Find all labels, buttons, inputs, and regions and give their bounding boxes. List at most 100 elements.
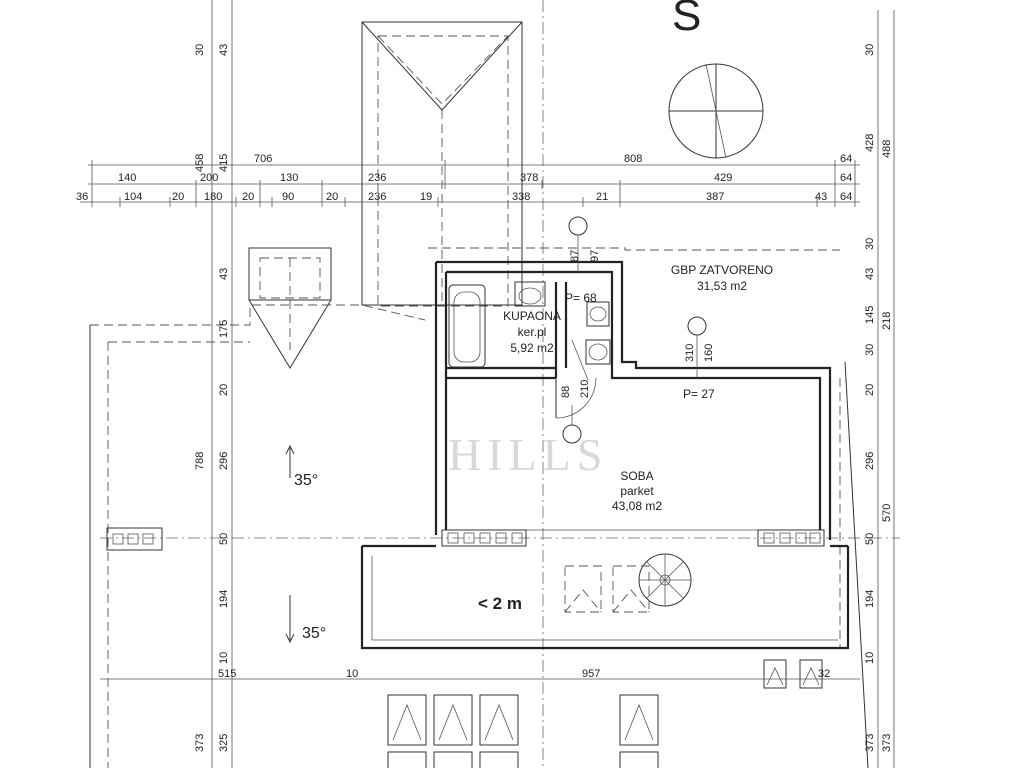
svg-text:87: 87 — [569, 250, 581, 262]
svg-text:90: 90 — [282, 191, 294, 203]
svg-text:43: 43 — [815, 191, 827, 203]
svg-text:19: 19 — [420, 191, 432, 203]
toilet-icon — [586, 301, 610, 327]
vent-grille-icon — [106, 527, 825, 551]
wall-outline — [360, 260, 850, 650]
svg-text:88: 88 — [560, 386, 572, 398]
svg-text:43: 43 — [218, 268, 230, 280]
roof-edge-top — [428, 247, 840, 251]
dimension-labels-left-inner: 30 43 415 43 175 20 296 50 194 10 325 — [194, 44, 230, 752]
room-label-kupaona: KUPAONA ker.pl 5,92 m2 P= 68 — [503, 291, 597, 355]
svg-text:20: 20 — [864, 384, 876, 396]
svg-text:415: 415 — [218, 154, 230, 172]
svg-text:338: 338 — [512, 191, 530, 203]
svg-text:43,08 m2: 43,08 m2 — [612, 499, 662, 513]
svg-text:SOBA: SOBA — [620, 469, 653, 483]
svg-text:373: 373 — [194, 734, 206, 752]
bidet-icon — [585, 339, 611, 365]
watermark-logo: HILLS — [448, 429, 608, 480]
svg-text:428: 428 — [864, 134, 876, 152]
svg-text:5,92 m2: 5,92 m2 — [510, 341, 554, 355]
sink-icon — [514, 281, 546, 307]
svg-text:20: 20 — [218, 384, 230, 396]
svg-text:194: 194 — [864, 590, 876, 608]
dimension-labels-right-inner: 30 428 30 43 145 30 20 296 50 194 10 373 — [864, 44, 876, 752]
svg-text:64: 64 — [840, 172, 852, 184]
low-zone-label: < 2 m — [478, 594, 522, 613]
skylight-icon — [564, 565, 650, 613]
room-label-soba: SOBA parket 43,08 m2 P= 27 — [612, 387, 715, 513]
window-icon — [387, 659, 823, 768]
dimension-lines-right — [877, 10, 895, 768]
svg-text:20: 20 — [326, 191, 338, 203]
svg-text:20: 20 — [242, 191, 254, 203]
svg-text:36: 36 — [76, 191, 88, 203]
svg-text:50: 50 — [864, 533, 876, 545]
svg-text:175: 175 — [218, 320, 230, 338]
svg-text:373: 373 — [881, 734, 893, 752]
room-label-gbp: GBP ZATVORENO 31,53 m2 — [671, 263, 773, 293]
svg-text:515: 515 — [218, 668, 236, 680]
svg-text:50: 50 — [218, 533, 230, 545]
dimension-labels-interior: 87 97 310 160 88 210 — [560, 250, 715, 398]
svg-text:378: 378 — [520, 172, 538, 184]
svg-text:43: 43 — [864, 268, 876, 280]
svg-text:30: 30 — [864, 44, 876, 56]
bathtub-icon — [448, 284, 486, 368]
svg-text:97: 97 — [589, 250, 601, 262]
svg-text:20: 20 — [172, 191, 184, 203]
svg-text:200: 200 — [200, 172, 218, 184]
svg-text:130: 130 — [280, 172, 298, 184]
svg-text:373: 373 — [864, 734, 876, 752]
dimension-lines-top — [80, 160, 860, 207]
svg-text:10: 10 — [346, 668, 358, 680]
svg-text:957: 957 — [582, 668, 600, 680]
dimension-labels-bottom: 515 10 957 32 — [218, 668, 830, 680]
slope-arrow-icon — [285, 444, 295, 644]
svg-text:KUPAONA: KUPAONA — [503, 309, 561, 323]
svg-text:21: 21 — [596, 191, 608, 203]
svg-text:31,53 m2: 31,53 m2 — [697, 279, 747, 293]
dimension-labels-right-outer: 488 218 570 373 — [881, 140, 893, 752]
svg-text:10: 10 — [218, 652, 230, 664]
svg-text:180: 180 — [204, 191, 222, 203]
svg-text:570: 570 — [881, 504, 893, 522]
svg-text:808: 808 — [624, 153, 642, 165]
svg-text:194: 194 — [218, 590, 230, 608]
svg-text:30: 30 — [194, 44, 206, 56]
svg-text:145: 145 — [864, 306, 876, 324]
svg-text:706: 706 — [254, 153, 272, 165]
dimension-labels-left-outer: 458 788 373 — [194, 154, 206, 752]
svg-text:P= 27: P= 27 — [683, 387, 715, 401]
door-swing — [555, 339, 597, 419]
light-fixture-icon — [562, 216, 707, 444]
svg-text:ker.pl: ker.pl — [518, 325, 547, 339]
svg-text:236: 236 — [368, 191, 386, 203]
svg-text:30: 30 — [864, 238, 876, 250]
svg-text:296: 296 — [864, 452, 876, 470]
svg-text:parket: parket — [620, 484, 654, 498]
svg-text:218: 218 — [881, 312, 893, 330]
svg-text:64: 64 — [840, 153, 852, 165]
dimension-labels-top: 706 808 64 140 200 130 236 378 429 64 36… — [76, 153, 852, 203]
svg-text:310: 310 — [684, 344, 696, 362]
roof-angle-upper: 35° — [294, 472, 318, 489]
svg-text:458: 458 — [194, 154, 206, 172]
svg-text:488: 488 — [881, 140, 893, 158]
svg-text:GBP ZATVORENO: GBP ZATVORENO — [671, 263, 773, 277]
svg-text:210: 210 — [579, 380, 591, 398]
svg-text:387: 387 — [706, 191, 724, 203]
svg-text:325: 325 — [218, 734, 230, 752]
svg-text:236: 236 — [368, 172, 386, 184]
roof-vent — [248, 247, 332, 369]
svg-text:10: 10 — [864, 652, 876, 664]
compass-icon — [668, 63, 764, 159]
svg-text:104: 104 — [124, 191, 142, 203]
roof-angle-lower: 35° — [302, 625, 326, 642]
roof-dormer — [361, 21, 523, 307]
svg-text:160: 160 — [703, 344, 715, 362]
svg-text:788: 788 — [194, 452, 206, 470]
svg-text:64: 64 — [840, 191, 852, 203]
svg-text:P= 68: P= 68 — [565, 291, 597, 305]
